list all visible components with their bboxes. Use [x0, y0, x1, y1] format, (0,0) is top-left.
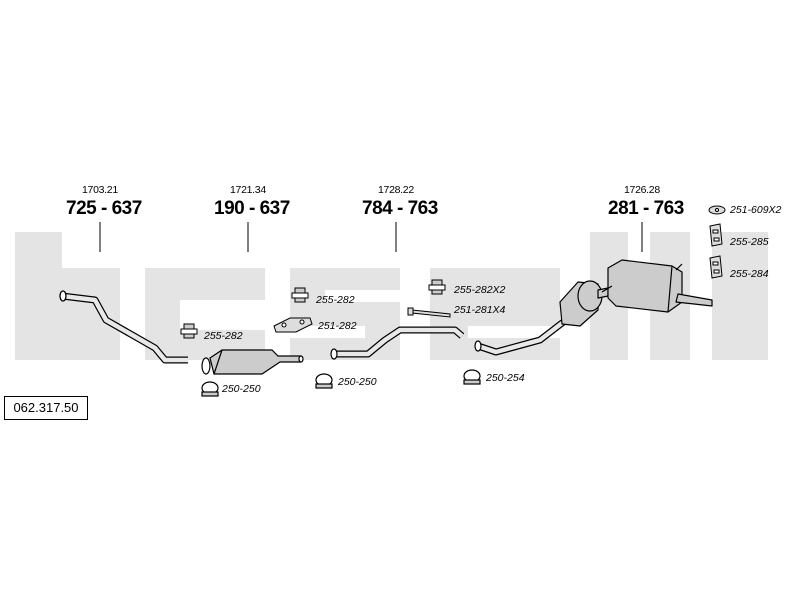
bracket-icon — [709, 255, 723, 279]
ring-icon — [201, 381, 219, 397]
part-2-oe-number: 1721.34 — [230, 184, 266, 196]
watermark-letter-l-3 — [712, 232, 768, 360]
rear-muffler — [474, 259, 713, 356]
bolt-1-label: 251-281X4 — [454, 304, 506, 316]
part-3-number: 784 - 763 — [362, 198, 438, 219]
part-4-number: 281 - 763 — [608, 198, 684, 219]
gasket-icon — [273, 317, 313, 333]
middle-muffler — [201, 349, 304, 375]
clamp-3-label: 255-282X2 — [454, 284, 506, 296]
part-1-oe-number: 1703.21 — [82, 184, 118, 196]
ring-2-label: 250-250 — [338, 376, 377, 388]
rubber-mount-icon — [708, 205, 726, 215]
clamp-icon — [180, 323, 198, 339]
ring-icon — [463, 369, 481, 385]
ring-3-label: 250-254 — [486, 372, 525, 384]
bracket-2-label: 255-284 — [730, 268, 769, 280]
watermark-letter-e — [430, 268, 560, 360]
rubber-1-label: 251-609X2 — [730, 204, 782, 216]
clamp-2-label: 255-282 — [316, 294, 355, 306]
clamp-1-label: 255-282 — [204, 330, 243, 342]
clamp-icon — [428, 279, 446, 295]
watermark-letter-s — [290, 268, 400, 360]
clamp-icon — [291, 287, 309, 303]
part-1-number: 725 - 637 — [66, 198, 142, 219]
intermediate-pipe — [330, 326, 465, 360]
ring-1-label: 250-250 — [222, 383, 261, 395]
bracket-1-label: 255-285 — [730, 236, 769, 248]
leader-lines — [99, 222, 643, 252]
gasket-1-label: 251-282 — [318, 320, 357, 332]
ring-icon — [315, 373, 333, 389]
bracket-icon — [709, 223, 723, 247]
part-2-number: 190 - 637 — [214, 198, 290, 219]
bolt-icon — [407, 307, 451, 318]
reference-number-box: 062.317.50 — [4, 396, 88, 420]
front-pipe — [59, 290, 188, 364]
watermark-letter-c — [145, 268, 265, 360]
part-3-oe-number: 1728.22 — [378, 184, 414, 196]
part-4-oe-number: 1726.28 — [624, 184, 660, 196]
